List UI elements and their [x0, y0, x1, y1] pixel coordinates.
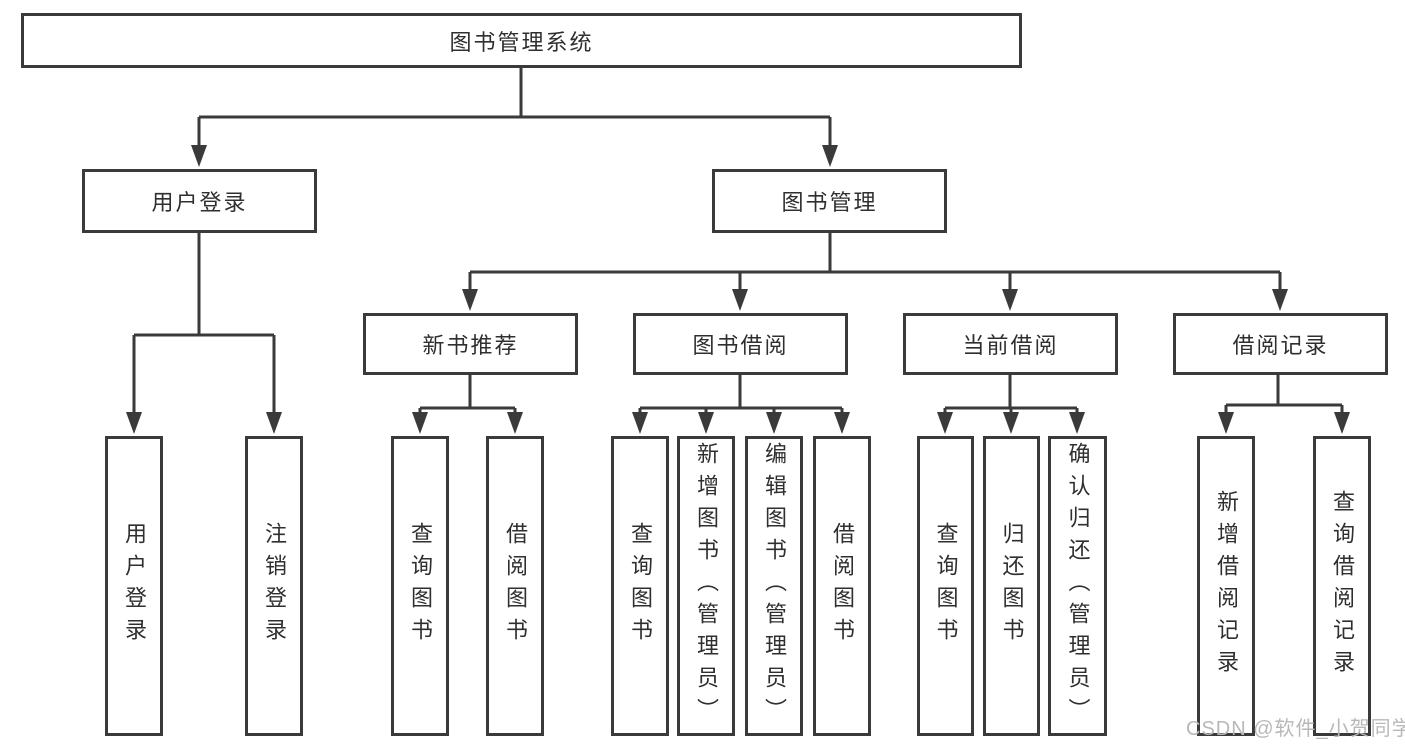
leaf-return-book: 归还图书: [983, 436, 1040, 736]
arrowhead: [698, 412, 714, 434]
leaf-label: 查询图书: [933, 522, 959, 650]
leaf-query-borrow-record: 查询借阅记录: [1313, 436, 1371, 736]
arrowhead: [412, 412, 428, 434]
node-book-management: 图书管理: [712, 169, 947, 233]
csdn-watermark: CSDN @软件_小贺同学: [1186, 718, 1405, 740]
node-label: 图书借阅: [692, 333, 789, 358]
leaf-label: 注销登录: [262, 522, 287, 650]
leaf-query-books-recommend: 查询图书: [391, 436, 449, 736]
arrowhead: [1002, 289, 1018, 311]
leaf-label: 查询图书: [408, 522, 433, 650]
arrowhead: [266, 412, 282, 434]
node-label: 图书管理系统: [449, 29, 594, 55]
leaf-borrow-books-borrowing: 借阅图书: [813, 436, 871, 736]
node-book-borrowing: 图书借阅: [633, 313, 848, 375]
leaf-confirm-return-admin: 确认归还（管理员）: [1048, 436, 1107, 736]
arrowhead: [1069, 412, 1085, 434]
leaf-label: 新增图书（管理员）: [694, 442, 719, 730]
leaf-label: 用户登录: [122, 522, 147, 650]
node-label: 当前借阅: [962, 333, 1059, 358]
arrowhead: [1334, 412, 1350, 434]
leaf-query-books-borrowing: 查询图书: [611, 436, 669, 736]
leaf-label: 新增借阅记录: [1214, 490, 1239, 682]
leaf-label: 借阅图书: [503, 522, 528, 650]
node-library-management-system: 图书管理系统: [21, 13, 1022, 68]
node-borrowing-records: 借阅记录: [1173, 313, 1388, 375]
leaf-user-login: 用户登录: [105, 436, 163, 736]
node-label: 新书推荐: [422, 333, 519, 358]
node-user-login: 用户登录: [82, 169, 317, 233]
leaf-label: 查询图书: [628, 522, 653, 650]
arrowhead: [732, 289, 748, 311]
arrowhead: [766, 412, 782, 434]
node-current-borrowing: 当前借阅: [903, 313, 1118, 375]
arrowhead: [1272, 289, 1288, 311]
arrowhead: [632, 412, 648, 434]
leaf-logout: 注销登录: [245, 436, 303, 736]
leaf-label: 归还图书: [999, 522, 1025, 650]
leaf-label: 编辑图书（管理员）: [762, 442, 787, 730]
arrowhead: [126, 412, 142, 434]
node-new-book-recommendation: 新书推荐: [363, 313, 578, 375]
arrowhead: [1218, 412, 1234, 434]
leaf-add-book-admin: 新增图书（管理员）: [677, 436, 735, 736]
node-label: 用户登录: [151, 190, 248, 215]
leaf-label: 借阅图书: [830, 522, 855, 650]
arrowhead: [834, 412, 850, 434]
leaf-label: 确认归还（管理员）: [1065, 442, 1091, 730]
node-label: 借阅记录: [1232, 333, 1329, 358]
leaf-edit-book-admin: 编辑图书（管理员）: [745, 436, 803, 736]
leaf-label: 查询借阅记录: [1330, 490, 1355, 682]
leaf-add-borrow-record: 新增借阅记录: [1197, 436, 1255, 736]
arrowhead: [937, 412, 953, 434]
arrowhead: [1003, 412, 1019, 434]
arrowhead: [822, 145, 838, 167]
arrowhead: [462, 289, 478, 311]
node-label: 图书管理: [781, 190, 878, 215]
arrowhead: [191, 145, 207, 167]
leaf-borrow-books-recommend: 借阅图书: [486, 436, 544, 736]
leaf-query-books-current: 查询图书: [917, 436, 974, 736]
arrowhead: [507, 412, 523, 434]
